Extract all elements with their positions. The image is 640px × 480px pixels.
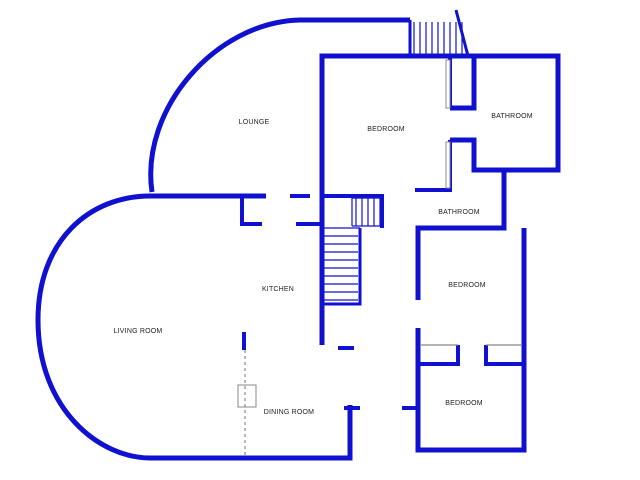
closet-wall (415, 56, 452, 192)
bathroom-middle-walls (415, 167, 507, 300)
bedroom-upper-bottom (322, 194, 384, 228)
room-label-bedroom-upper: BEDROOM (367, 126, 405, 133)
dining-table (237, 384, 257, 408)
room-label-dining-room: DINING ROOM (264, 409, 314, 416)
room-labels: LOUNGE BEDROOM BATHROOM BATHROOM KITCHEN… (114, 113, 533, 416)
living-room-curved-wall (35, 193, 353, 461)
bedroom-lower-walls (415, 228, 527, 453)
room-label-bathroom-middle: BATHROOM (438, 209, 480, 216)
room-label-living-room: LIVING ROOM (114, 328, 163, 335)
room-label-kitchen: KITCHEN (262, 286, 294, 293)
room-label-bedroom-lower: BEDROOM (445, 400, 483, 407)
bedroom-divider-left (418, 345, 460, 366)
kitchen-wall-mid (290, 194, 322, 226)
room-label-bedroom-middle: BEDROOM (448, 282, 486, 289)
bathroom-upper-partition (450, 56, 477, 111)
stairs-upper-small (351, 197, 382, 227)
stairs-kitchen (322, 227, 362, 306)
stairs-top (408, 9, 470, 57)
bedroom-upper-walls (319, 53, 561, 345)
room-label-lounge: LOUNGE (239, 119, 270, 126)
kitchen-wall-left (240, 196, 262, 226)
walls (35, 17, 561, 461)
closet-fixtures (237, 59, 522, 455)
lounge-curved-wall (148, 17, 410, 193)
bedroom-divider-right (484, 345, 524, 366)
room-label-bathroom-upper: BATHROOM (491, 113, 533, 120)
